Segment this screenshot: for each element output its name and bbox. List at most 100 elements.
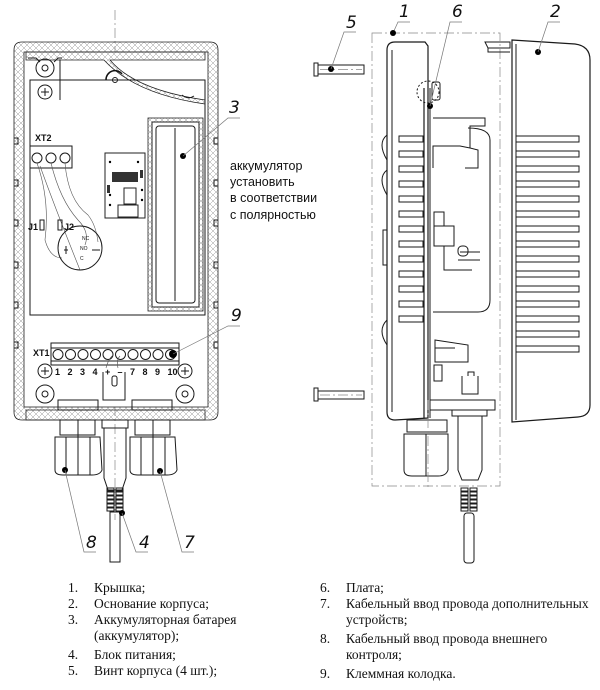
legend-item: 7.Кабельный ввод провода дополнительных … — [320, 596, 589, 627]
strain-relief-rib — [469, 499, 478, 504]
legend-item: 3.Аккумуляторная батарея (аккумулятор); — [68, 612, 237, 643]
terminal-number: 3 — [80, 367, 85, 377]
terminal-screw — [127, 349, 139, 360]
strain-relief-rib — [115, 499, 124, 504]
strain-relief-rib — [115, 491, 124, 496]
legend-right: 6.Плата; 7.Кабельный ввод провода дополн… — [320, 580, 590, 682]
cover-fin — [398, 225, 424, 233]
callout-4: 4 — [139, 533, 150, 553]
strain-relief-rib — [115, 503, 124, 508]
svg-text:NC: NC — [82, 236, 90, 242]
base-fin — [515, 225, 580, 233]
legend-item: 1.Крышка; — [68, 580, 146, 595]
cover-fin — [398, 285, 424, 293]
terminal-number: 1 — [55, 367, 60, 377]
cover-fin — [398, 195, 424, 203]
base-fin — [515, 165, 580, 173]
svg-text:установить: установить — [230, 175, 295, 189]
callout-5: 5 — [346, 13, 357, 33]
callout-8: 8 — [86, 533, 97, 553]
screw-bottom — [313, 387, 365, 402]
base-fin — [515, 135, 580, 143]
terminal-screw — [65, 349, 76, 360]
strain-relief-rib — [460, 507, 469, 512]
svg-text:в соответствии: в соответствии — [230, 191, 317, 205]
legend-item: 6.Плата; — [320, 580, 384, 595]
strain-relief-rib — [106, 491, 115, 496]
terminal-screw — [77, 349, 89, 360]
legend-item: 8.Кабельный ввод провода внешнего контро… — [320, 631, 548, 662]
terminal-number: 9 — [155, 367, 160, 377]
callout-7: 7 — [184, 533, 195, 553]
battery-polarity-note: аккумулятор установить в соответствии с … — [230, 159, 317, 222]
cover-fin — [398, 315, 424, 323]
cover-fin — [398, 210, 424, 218]
cover-fin — [398, 180, 424, 188]
terminal-screw — [102, 349, 114, 360]
legend-left: 1.Крышка; 2.Основание корпуса; 3.Аккумул… — [68, 580, 298, 679]
terminal-number: 10 — [168, 367, 178, 377]
terminal-number: 2 — [68, 367, 73, 377]
cable-gland-7 — [129, 399, 178, 476]
strain-relief-rib — [106, 499, 115, 504]
screw-top — [313, 62, 365, 77]
base-fin — [515, 255, 580, 263]
base-fin — [515, 345, 580, 353]
callout-9: 9 — [231, 306, 242, 326]
base-fin — [515, 210, 580, 218]
strain-relief-rib — [469, 491, 478, 496]
legend-item: 2.Основание корпуса; — [68, 596, 209, 611]
pcb-module — [104, 152, 146, 219]
base-fin — [515, 315, 580, 323]
svg-text:NO: NO — [80, 246, 88, 252]
power-supply-cable — [101, 419, 129, 563]
strain-relief-rib — [106, 503, 115, 508]
battery — [147, 117, 204, 312]
strain-relief-rib — [115, 487, 124, 492]
terminal-number: 7 — [130, 367, 135, 377]
terminal-screw — [52, 349, 64, 360]
cover-fin — [398, 270, 424, 278]
terminal-screw — [90, 349, 101, 360]
strain-relief-rib — [460, 487, 469, 492]
cover-fin — [398, 135, 424, 143]
cover-fin — [398, 300, 424, 308]
strain-relief-rib — [469, 487, 478, 492]
terminal-screw — [152, 349, 164, 360]
xt1-label: XT1 — [33, 348, 50, 358]
j1-label: J1 — [28, 222, 38, 232]
strain-relief-rib — [106, 495, 115, 500]
strain-relief-rib — [460, 495, 469, 500]
legend-item: 4.Блок питания; — [68, 647, 176, 662]
legend-item: 5.Винт корпуса (4 шт.); — [68, 663, 218, 678]
strain-relief-rib — [469, 495, 478, 500]
xt2-label: XT2 — [35, 133, 52, 143]
cover-fin — [398, 255, 424, 263]
terminal-number: 4 — [93, 367, 98, 377]
callout-2: 2 — [550, 2, 561, 22]
strain-relief-rib — [106, 507, 115, 512]
terminal-screw — [140, 349, 151, 360]
side-view: 1 6 2 5 — [313, 2, 591, 564]
callout-3: 3 — [229, 98, 240, 118]
strain-relief-rib — [469, 507, 478, 512]
base-fin — [515, 285, 580, 293]
base-fin — [515, 240, 580, 248]
strain-relief-rib — [460, 499, 469, 504]
base-fin — [515, 150, 580, 158]
strain-relief-rib — [469, 503, 478, 508]
technical-drawing: XT2 J1 J2 NC NO C — [13, 2, 591, 564]
strain-relief-rib — [115, 507, 124, 512]
terminal-number: + — [105, 367, 110, 377]
strain-relief-rib — [106, 487, 115, 492]
callout-1: 1 — [399, 2, 410, 22]
base-fin — [515, 270, 580, 278]
terminal-screw — [115, 349, 126, 360]
base-fin — [515, 195, 580, 203]
svg-text:с полярностью: с полярностью — [230, 208, 316, 222]
legend-item: 9.Клеммная колодка. — [320, 666, 456, 681]
front-view: XT2 J1 J2 NC NO C — [13, 10, 317, 563]
strain-relief-rib — [460, 491, 469, 496]
base-fin — [515, 180, 580, 188]
